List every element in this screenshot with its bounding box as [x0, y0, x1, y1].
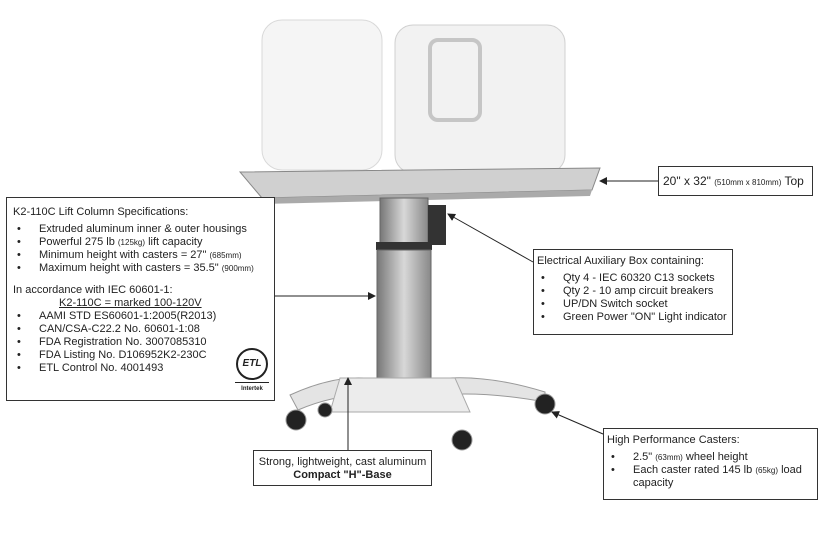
electrical-callout: Electrical Auxiliary Box containing: Qty…: [533, 249, 733, 335]
electrical-title: Electrical Auxiliary Box containing:: [537, 255, 704, 267]
spec-item: Extruded aluminum inner & outer housings: [13, 223, 268, 236]
voltage-marking: K2-110C = marked 100-120V: [59, 297, 202, 309]
spec-item: Minimum height with casters = 27" (685mm…: [13, 249, 268, 262]
compliance-title: In accordance with IEC 60601-1:: [13, 284, 173, 296]
caster-item: 2.5" (63mm) wheel height: [607, 451, 814, 464]
tabletop-size: 20" x 32": [663, 174, 711, 188]
electrical-box: [428, 205, 446, 245]
spec-item: Maximum height with casters = 35.5" (900…: [13, 262, 268, 275]
compliance-item: ETL Control No. 4001493: [13, 362, 268, 375]
column-upper: [379, 197, 429, 249]
casters-callout: High Performance Casters: 2.5" (63mm) wh…: [603, 428, 818, 500]
base-callout: Strong, lightweight, cast aluminum Compa…: [253, 450, 432, 486]
electrical-item: UP/DN Switch socket: [537, 298, 729, 311]
electrical-item: Qty 2 - 10 amp circuit breakers: [537, 285, 729, 298]
column-lower: [376, 249, 432, 383]
tabletop-size-metric: (510mm x 810mm): [714, 178, 782, 187]
compliance-item: FDA Listing No. D106952K2-230C: [13, 349, 268, 362]
compliance-item: AAMI STD ES60601-1:2005(R2013): [13, 310, 268, 323]
etl-logo: ETL Intertek: [235, 348, 269, 396]
casters-title: High Performance Casters:: [607, 434, 740, 446]
compliance-item: CAN/CSA-C22.2 No. 60601-1:08: [13, 323, 268, 336]
base-description: Strong, lightweight, cast aluminum: [258, 456, 427, 468]
lift-column-callout: K2-110C Lift Column Specifications: Extr…: [6, 197, 275, 401]
electrical-item: Qty 4 - IEC 60320 C13 sockets: [537, 272, 729, 285]
base-name: Compact "H"-Base: [293, 469, 392, 481]
tabletop-suffix: Top: [784, 174, 804, 188]
lift-column-title: K2-110C Lift Column Specifications:: [13, 206, 189, 218]
casters: [285, 393, 556, 451]
spec-item: Powerful 275 lb (125kg) lift capacity: [13, 236, 268, 249]
electrical-item: Green Power "ON" Light indicator: [537, 311, 729, 324]
caster-item: Each caster rated 145 lb (65kg) load cap…: [607, 464, 814, 490]
tabletop-callout: 20" x 32" (510mm x 810mm) Top: [658, 166, 813, 196]
compliance-item: FDA Registration No. 3007085310: [13, 336, 268, 349]
instruments-ghost: [261, 19, 566, 174]
